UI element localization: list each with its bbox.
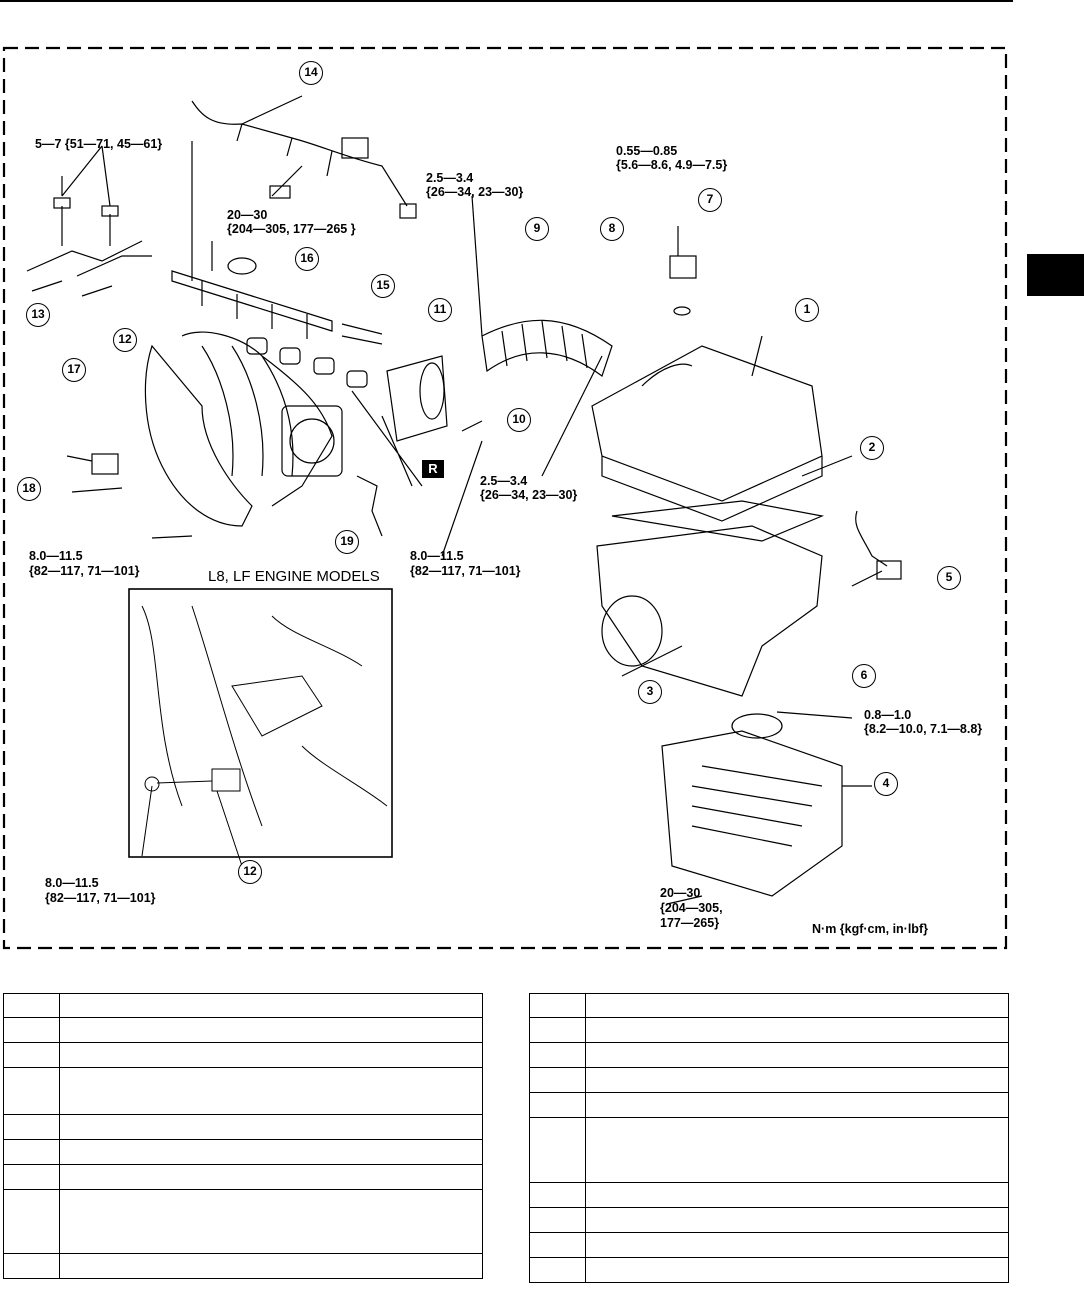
torque-20-30-b-line2: {204—305, — [660, 901, 723, 915]
table-row — [529, 1182, 1009, 1208]
dashed-frame — [2, 46, 1008, 950]
inset-title: L8, LF ENGINE MODELS — [208, 568, 380, 585]
callout-16: 16 — [295, 247, 319, 271]
torque-8-mid-line2: {82—117, 71—101} — [410, 564, 521, 578]
callout-8: 8 — [600, 217, 624, 241]
parts-table-right — [529, 993, 1009, 1283]
callout-5: 5 — [937, 566, 961, 590]
table-row — [529, 1207, 1009, 1233]
table-row — [3, 1253, 483, 1279]
table-row — [3, 1164, 483, 1190]
torque-25-34-a-line2: {26—34, 23—30} — [426, 185, 524, 199]
table-row — [3, 1139, 483, 1165]
table-row — [3, 993, 483, 1018]
callout-1: 1 — [795, 298, 819, 322]
torque-055-085-line1: 0.55—0.85 — [616, 144, 678, 158]
unit-note: N·m {kgf·cm, in·lbf} — [812, 922, 928, 936]
callout-9: 9 — [525, 217, 549, 241]
torque-8-inset-line2: {82—117, 71—101} — [45, 891, 156, 905]
table-row — [3, 1114, 483, 1140]
torque-20-30-a-line2: {204—305, 177—265 } — [227, 222, 356, 236]
callout-12: 12 — [113, 328, 137, 352]
callout-18: 18 — [17, 477, 41, 501]
inset-sketch — [141, 605, 388, 867]
r-mark-badge: R — [422, 460, 444, 478]
figure-drawing — [2, 46, 1008, 950]
callout-12-inset: 12 — [238, 860, 262, 884]
table-row — [529, 993, 1009, 1018]
torque-8-mid-line1: 8.0—11.5 — [410, 549, 464, 563]
callout-6: 6 — [852, 664, 876, 688]
torque-8-left-line1: 8.0—11.5 — [29, 549, 83, 563]
table-row — [529, 1017, 1009, 1043]
torque-25-34-b-line1: 2.5—3.4 — [480, 474, 528, 488]
torque-5-7: 5—7 {51—71, 45—61} — [35, 137, 163, 151]
callout-14: 14 — [299, 61, 323, 85]
section-tab-marker — [1027, 254, 1084, 296]
torque-055-085-line2: {5.6—8.6, 4.9—7.5} — [616, 158, 728, 172]
callout-19: 19 — [335, 530, 359, 554]
callout-17: 17 — [62, 358, 86, 382]
table-row — [3, 1189, 483, 1254]
torque-20-30-b-line1: 20—30 — [660, 886, 701, 900]
callout-13: 13 — [26, 303, 50, 327]
table-row — [529, 1092, 1009, 1118]
table-row — [529, 1117, 1009, 1183]
table-row — [529, 1257, 1009, 1283]
callout-4: 4 — [874, 772, 898, 796]
table-row — [3, 1042, 483, 1068]
callout-15: 15 — [371, 274, 395, 298]
table-row — [529, 1067, 1009, 1093]
callout-7: 7 — [698, 188, 722, 212]
parts-table-left — [3, 993, 483, 1279]
callout-11: 11 — [428, 298, 452, 322]
table-row — [529, 1042, 1009, 1068]
inset-frame — [128, 588, 393, 858]
torque-20-30-a-line1: 20—30 — [227, 208, 268, 222]
exploded-view-figure: 5—7 {51—71, 45—61} 20—30 {204—305, 177—2… — [2, 46, 1008, 950]
torque-25-34-b-line2: {26—34, 23—30} — [480, 488, 578, 502]
torque-25-34-a-line1: 2.5—3.4 — [426, 171, 474, 185]
callout-3: 3 — [638, 680, 662, 704]
callout-10: 10 — [507, 408, 531, 432]
table-row — [529, 1232, 1009, 1258]
header-rule — [0, 0, 1013, 2]
torque-8-inset-line1: 8.0—11.5 — [45, 876, 99, 890]
torque-8-left-line2: {82—117, 71—101} — [29, 564, 140, 578]
table-row — [3, 1067, 483, 1115]
callout-2: 2 — [860, 436, 884, 460]
torque-08-10-line1: 0.8—1.0 — [864, 708, 912, 722]
torque-20-30-b-line3: 177—265} — [660, 916, 720, 930]
torque-08-10-line2: {8.2—10.0, 7.1—8.8} — [864, 722, 983, 736]
harness-sketch — [191, 100, 408, 207]
table-row — [3, 1017, 483, 1043]
component-sketches — [26, 95, 902, 905]
